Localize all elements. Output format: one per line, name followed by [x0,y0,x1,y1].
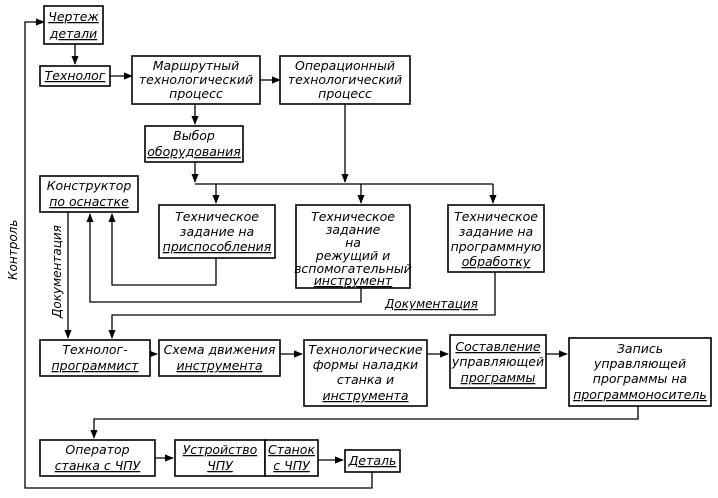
box-task-program-line-3: программную [451,239,542,254]
box-technologist-programmer: Технолог- программист [39,339,151,377]
box-task-fixture-line-2: задание на [180,224,254,239]
box-program-record: Запись управляющей программы на программ… [568,337,712,407]
arrow-record-to-operator [90,406,639,439]
box-machine-line-1: Станок [268,442,315,457]
box-forms-line-3: станка и [337,372,394,387]
connectors [24,18,639,489]
box-cnc-machine: Станок с ЧПУ [264,439,319,477]
box-route-line-3: процесс [169,86,223,101]
box-designer-line-2: по оснастке [49,194,129,209]
box-cnc-device: Устройство ЧПУ [174,439,266,477]
box-programmer-line-1: Технолог- [62,342,128,357]
arrow-task-program-to-programmer [108,272,496,339]
box-cnc-operator: Оператор станка с ЧПУ [39,439,156,477]
box-task-tool-line-2: задание [326,222,381,237]
box-equipment-line-1: Выбор [173,128,215,143]
box-task-program-line-1: Техническое [454,209,538,224]
arrow-task-fixture-to-designer [108,213,217,286]
box-operator-line-1: Оператор [65,442,129,457]
box-task-tool: Техническое задание на режущий и вспомог… [294,204,412,289]
box-task-tool-line-4: режущий и [315,248,390,263]
box-program-line-3: программы [461,370,536,385]
arrow-task-tool-to-designer [86,213,362,303]
box-drawing-line-2: детали [49,26,97,41]
box-operator-line-2: станка с ЧПУ [55,458,142,473]
box-task-program: Техническое задание на программную обраб… [447,204,545,273]
box-task-tool-line-5: вспомогательный [294,261,412,276]
label-documentation-vertical: Документация [50,225,64,319]
box-machine-line-2: с ЧПУ [273,458,311,473]
box-device-line-1: Устройство [183,442,258,457]
box-forms-line-2: формы наладки [313,357,418,372]
box-route-line-1: Маршрутный [153,58,240,73]
box-operation-line-1: Операционный [295,58,395,73]
box-task-tool-line-3: на [345,235,361,250]
box-drawing: Чертеж детали [43,5,104,45]
box-route-line-2: технологический [139,72,253,87]
box-programmer-line-2: программист [51,358,139,373]
box-record-line-2: управляющей [593,356,686,371]
box-operation-line-3: процесс [318,86,372,101]
control-feedback-loop [24,18,373,489]
box-task-fixture: Техническое задание на приспособления [158,204,276,259]
box-drawing-line-1: Чертеж [48,9,99,24]
box-fixture-designer: Конструктор по оснастке [39,175,139,213]
box-record-line-1: Запись [617,341,663,356]
box-equipment-choice: Выбор оборудования [144,125,244,163]
box-record-line-3: программы на [593,371,687,386]
box-record-line-4: программоноситель [573,387,707,402]
box-task-program-line-2: задание на [459,224,533,239]
box-technologist-line-1: Технолог [45,68,106,83]
box-tool-motion: Схема движения инструмента [158,339,281,377]
box-device-line-2: ЧПУ [207,458,234,473]
box-task-tool-line-1: Техническое [311,209,395,224]
box-operation-line-2: технологический [288,72,402,87]
label-documentation-horizontal: Документация [384,297,478,311]
box-program-line-2: управляющей [451,354,544,369]
box-technologist: Технолог [39,65,111,87]
box-program-line-1: Составление [455,339,541,354]
box-setup-forms: Технологические формы наладки станка и и… [303,339,428,407]
label-control: Контроль [6,220,20,280]
box-motion-line-1: Схема движения [164,342,276,357]
box-control-program: Составление управляющей программы [449,334,547,389]
box-part: Деталь [344,449,401,473]
box-forms-line-4: инструмента [322,388,408,403]
box-operation-process: Операционный технологический процесс [279,55,411,105]
box-task-fixture-line-3: приспособления [163,239,272,254]
box-task-fixture-line-1: Техническое [175,209,259,224]
box-task-program-line-4: обработку [462,254,531,269]
box-part-line-1: Деталь [348,453,397,468]
box-forms-line-1: Технологические [308,342,422,357]
box-route-process: Маршрутный технологический процесс [131,55,261,105]
box-motion-line-2: инструмента [176,358,262,373]
box-equipment-line-2: оборудования [147,144,241,159]
box-designer-line-1: Конструктор [47,178,132,193]
box-task-tool-line-6: инструмент [314,273,393,288]
